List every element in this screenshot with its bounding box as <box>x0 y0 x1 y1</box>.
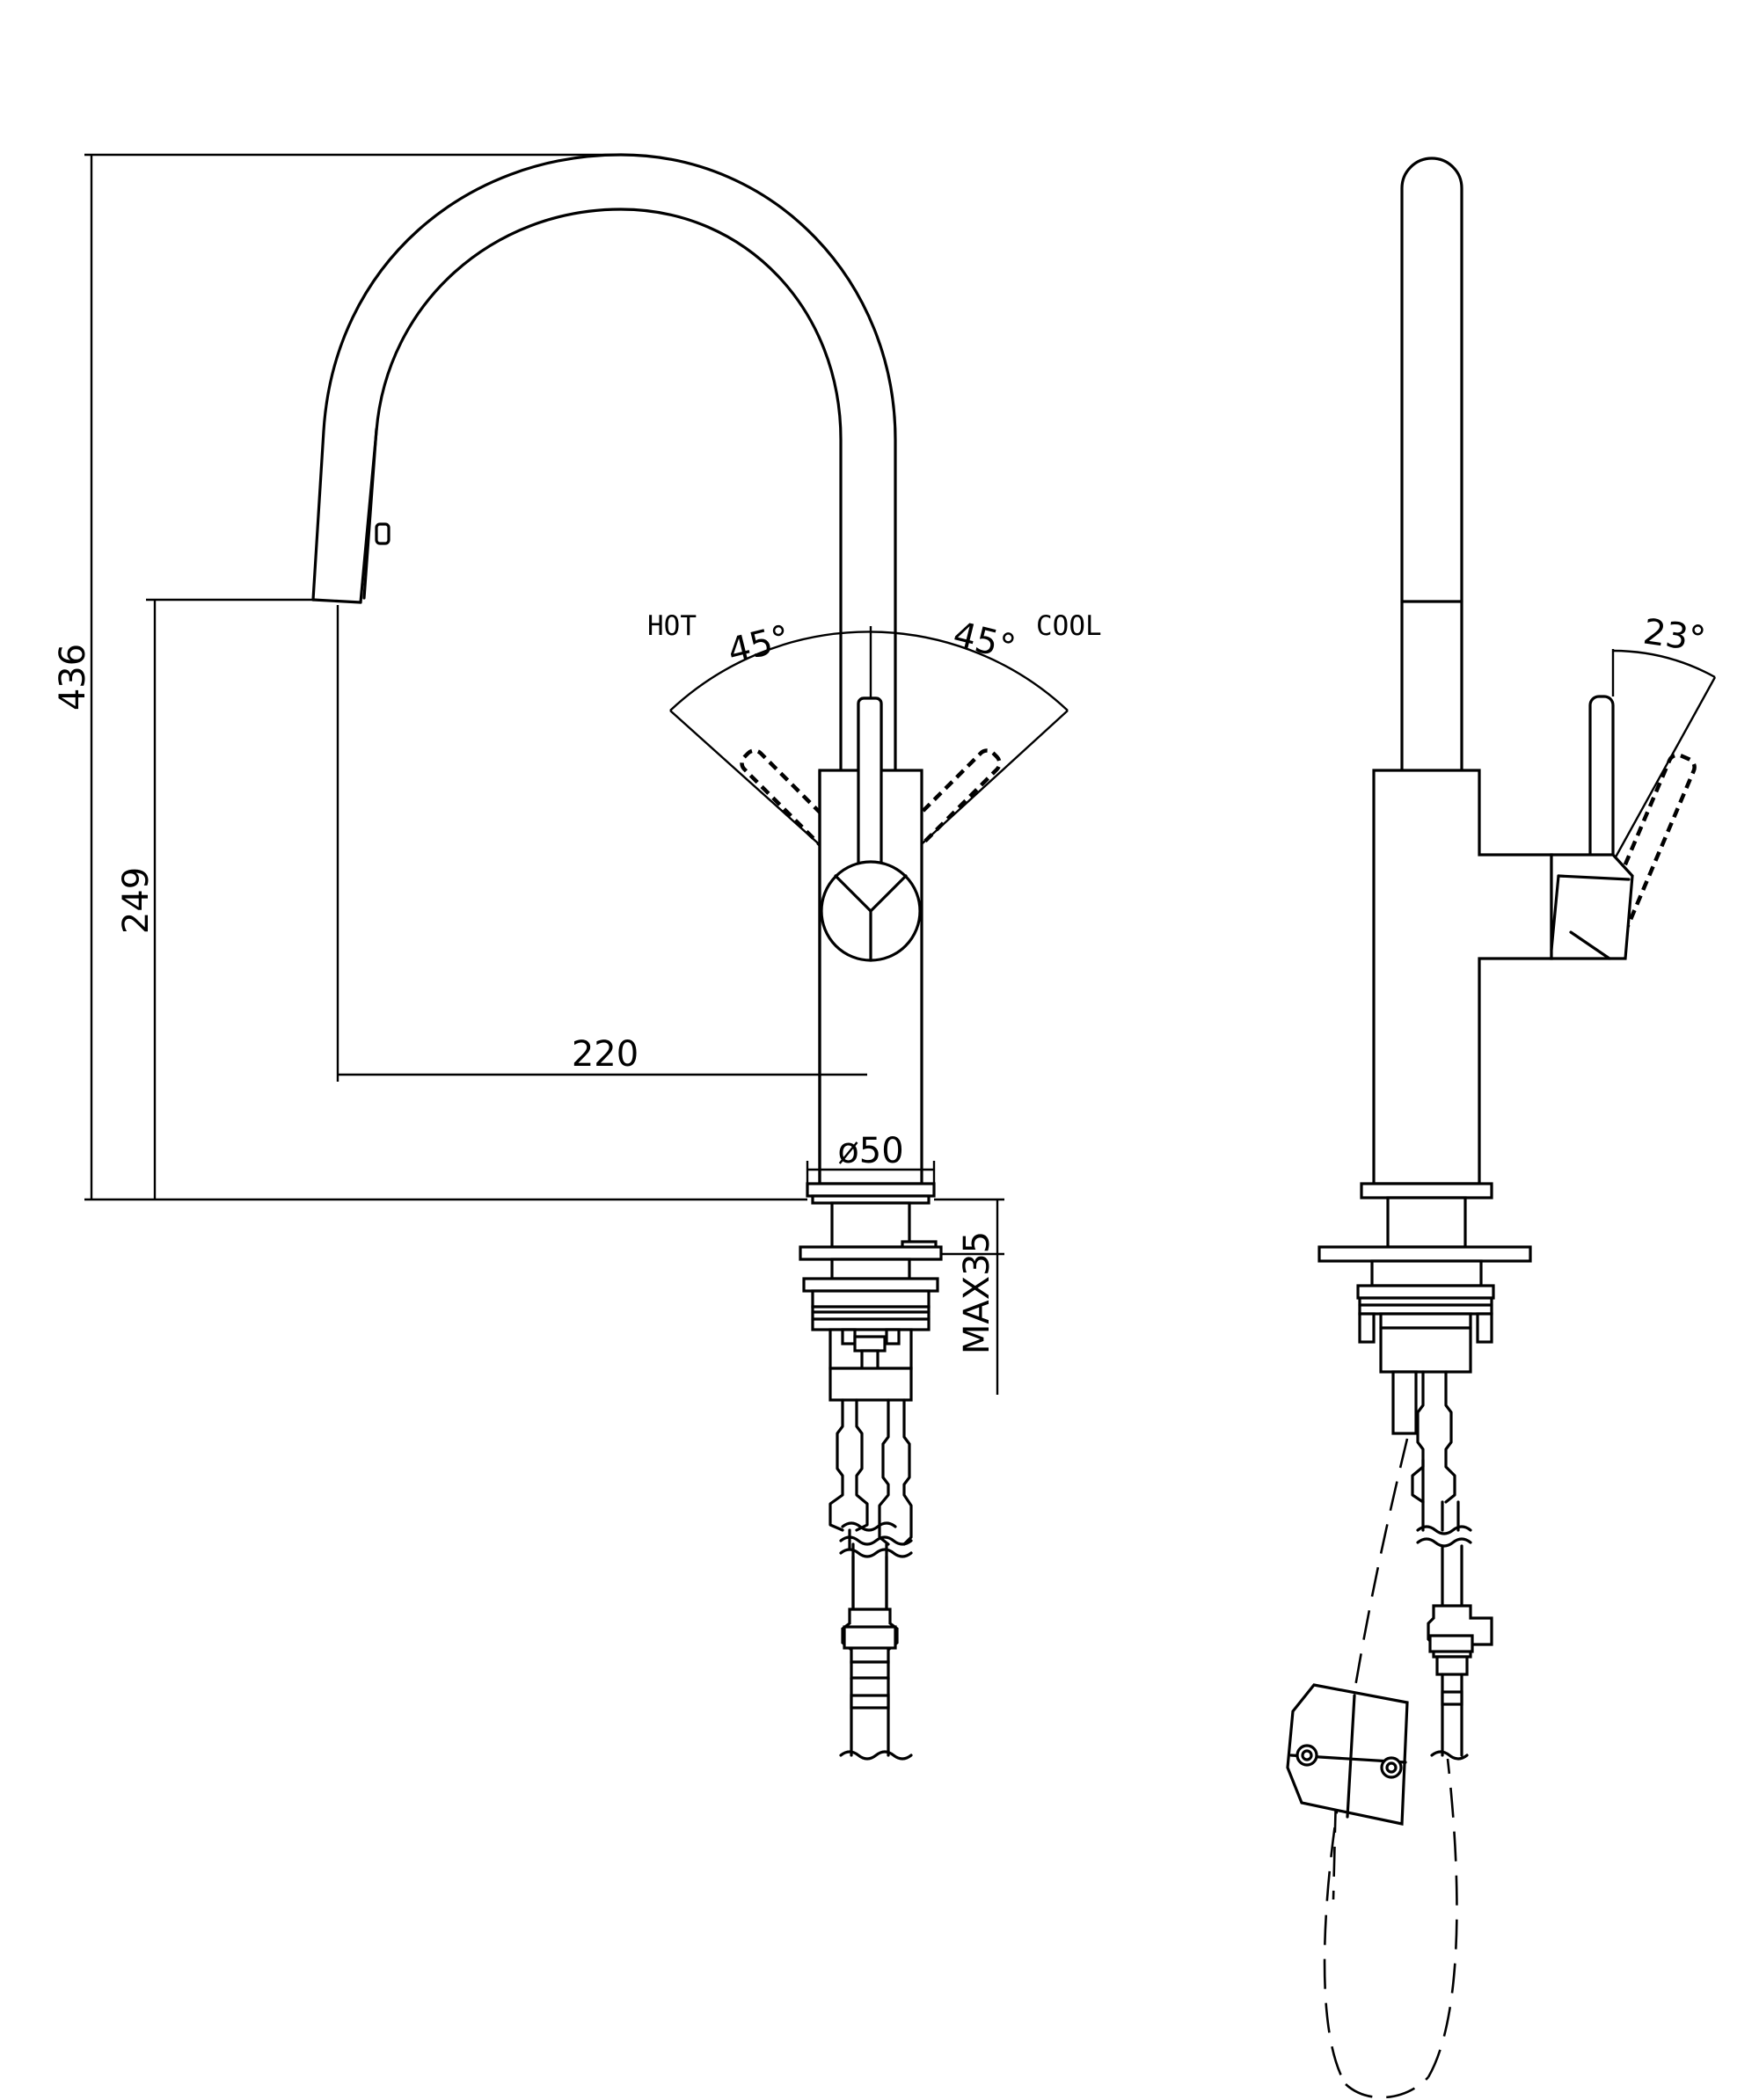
cartridge-line-3 <box>1569 930 1611 960</box>
hub-line-left <box>834 874 872 913</box>
hose-nipple <box>850 1660 890 1680</box>
dim-249: 249 <box>116 867 157 934</box>
side-body <box>1372 769 1553 1185</box>
washer <box>811 1289 931 1309</box>
dim-diameter-50: ø50 <box>837 1131 903 1171</box>
mounting-screw-left <box>841 1328 857 1345</box>
pullout-hose-loop-bottom <box>1345 2076 1429 2099</box>
counterweight-screw-right-inner <box>1385 1761 1398 1774</box>
spout-tip <box>311 598 362 604</box>
rotation-arc <box>669 631 1069 711</box>
spray-head-seam <box>362 427 378 600</box>
counterweight <box>1286 1683 1409 1826</box>
dim-max35: MAX35 <box>957 1231 997 1354</box>
label-cool: COOL <box>1036 610 1102 642</box>
hose-nut <box>843 1625 897 1650</box>
hose-right-connector-r <box>902 1398 913 1546</box>
side-spout <box>1400 157 1463 776</box>
spray-button <box>375 522 390 545</box>
shank-lower <box>830 1258 911 1280</box>
side-shank <box>1386 1196 1467 1249</box>
lever-cool-position-dashed <box>870 748 1002 880</box>
label-hot: HOT <box>647 610 697 642</box>
side-base-flange <box>1360 1182 1493 1199</box>
hose-crimp <box>850 1694 890 1710</box>
side-hose-connector-r <box>1444 1370 1456 1504</box>
break-mark-2 <box>839 1548 913 1558</box>
counterweight-screw-left-inner <box>1301 1749 1313 1761</box>
side-hose-connector <box>1411 1370 1425 1504</box>
lever-hot-position-dashed <box>740 748 872 880</box>
counterweight-v <box>1346 1694 1356 1819</box>
dim-220: 220 <box>572 1034 639 1075</box>
pullout-hose-loop-right <box>1427 1758 1458 2078</box>
cartridge-line-1 <box>1557 874 1631 881</box>
hose-left-connector-r <box>855 1398 869 1532</box>
side-bracket <box>1379 1312 1472 1374</box>
base-flange <box>806 1182 936 1198</box>
side-lever-tilted-dashed <box>1591 753 1697 957</box>
side-hose-crimp <box>1441 1690 1463 1706</box>
spout-inner-outline <box>359 208 843 776</box>
side-hose-nipple <box>1435 1655 1469 1676</box>
dim-436: 436 <box>53 644 93 711</box>
angle-cool-45: 45° <box>949 614 1019 668</box>
side-bracket-right <box>1476 1312 1493 1344</box>
side-hose-nut <box>1428 1634 1474 1653</box>
threaded-stud <box>853 1335 887 1353</box>
front-view <box>311 153 1069 1761</box>
side-bracket-left <box>1358 1312 1376 1344</box>
angle-tilt-23: 23° <box>1641 611 1709 660</box>
break-mark-1 <box>839 1535 913 1546</box>
spout-outer-outline <box>311 153 897 776</box>
side-break-1 <box>1416 1525 1472 1535</box>
side-cartridge <box>1550 853 1634 960</box>
side-break-bottom <box>1430 1750 1469 1761</box>
hose-left-connector <box>828 1398 844 1532</box>
side-gasket <box>1356 1284 1495 1300</box>
break-mark-top <box>841 1521 897 1532</box>
gasket <box>802 1277 939 1293</box>
side-break-2 <box>1416 1537 1472 1548</box>
front-dimensions: 436 249 220 ø50 MAX35 HOT COOL 45° 45° <box>53 153 1102 1395</box>
deck-plate <box>799 1245 943 1261</box>
tilt-arc <box>1612 649 1716 679</box>
side-deck-plate <box>1317 1245 1532 1263</box>
side-pullout-sleeve <box>1391 1370 1418 1435</box>
side-view: 23° <box>1286 157 1717 2099</box>
shank-tube <box>828 1367 913 1402</box>
side-shank-lower <box>1370 1259 1483 1287</box>
break-mark-bottom <box>839 1750 913 1761</box>
hub-line-right <box>869 874 908 913</box>
mounting-screw-right <box>885 1328 901 1345</box>
side-lever <box>1588 695 1615 867</box>
cartridge-line-2 <box>1550 874 1560 952</box>
angle-hot-45: 45° <box>724 617 794 672</box>
shank <box>830 1201 911 1249</box>
